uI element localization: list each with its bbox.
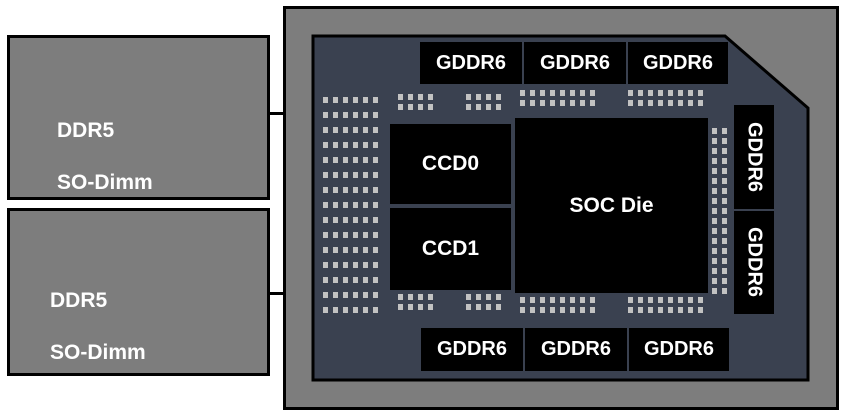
gddr6-top-3: GDDR6 bbox=[628, 42, 728, 84]
gddr6-bottom-3: GDDR6 bbox=[629, 328, 729, 371]
decoupling-capacitors bbox=[323, 90, 727, 313]
dimm-bottom-connector bbox=[270, 292, 286, 295]
ddr5-sodimm-bottom: DDR5 SO-Dimm bbox=[7, 208, 270, 376]
gddr6-top-2: GDDR6 bbox=[524, 42, 626, 84]
gddr6-bottom-2: GDDR6 bbox=[525, 328, 627, 371]
gddr6-right-2: GDDR6 bbox=[734, 211, 774, 314]
ddr5-sodimm-bottom-label: DDR5 SO-Dimm bbox=[50, 262, 146, 392]
ddr5-sodimm-top-label: DDR5 SO-Dimm bbox=[57, 92, 153, 222]
ccd0-die: CCD0 bbox=[390, 124, 511, 204]
soc-die: SOC Die bbox=[515, 118, 708, 293]
ddr5-sodimm-bottom-line2: SO-Dimm bbox=[50, 341, 146, 364]
gddr6-top-1: GDDR6 bbox=[420, 42, 522, 84]
gddr6-right-1: GDDR6 bbox=[734, 105, 774, 209]
dimm-top-connector bbox=[270, 112, 286, 115]
ccd1-die: CCD1 bbox=[390, 208, 511, 290]
ddr5-sodimm-top-line2: SO-Dimm bbox=[57, 171, 153, 194]
ddr5-sodimm-top-line1: DDR5 bbox=[57, 119, 115, 142]
ddr5-sodimm-top: DDR5 SO-Dimm bbox=[7, 35, 270, 200]
gddr6-bottom-1: GDDR6 bbox=[421, 328, 523, 371]
ddr5-sodimm-bottom-line1: DDR5 bbox=[50, 289, 108, 312]
